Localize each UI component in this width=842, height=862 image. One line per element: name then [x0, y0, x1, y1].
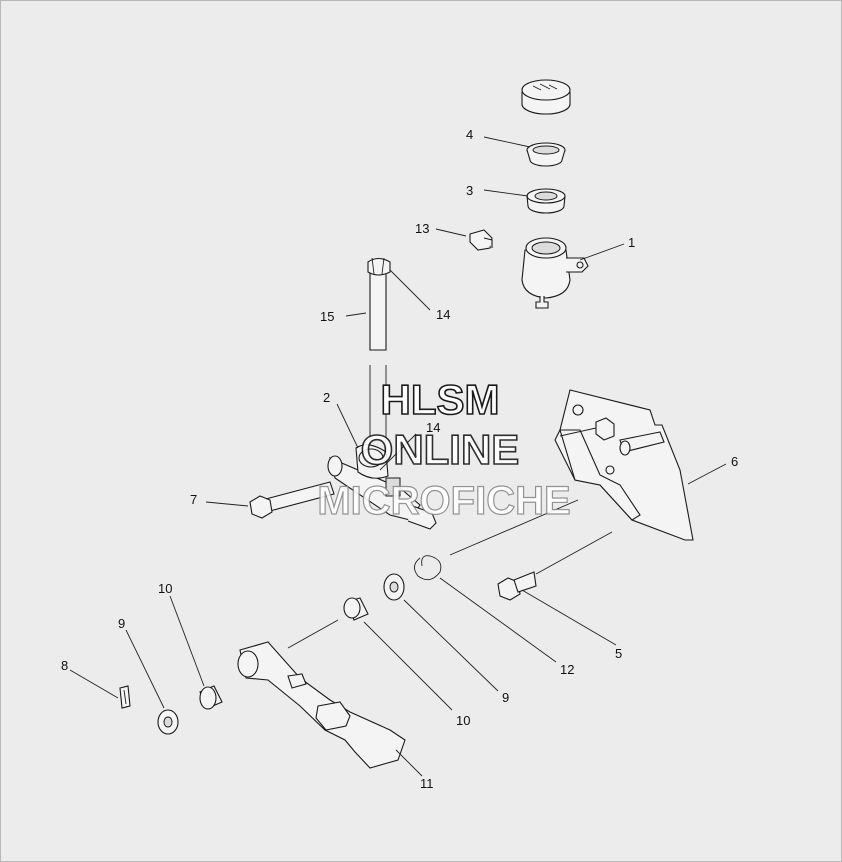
callout-2: 2 [323, 390, 330, 405]
part-4-diaphragm[interactable] [526, 142, 566, 167]
part-3-seal[interactable] [526, 188, 566, 214]
part-10-bushing-left[interactable] [199, 685, 223, 710]
watermark-line-2: ONLINE [361, 426, 520, 473]
leader-lines [69, 136, 727, 777]
callout-13: 13 [415, 221, 429, 236]
callout-12: 12 [560, 662, 574, 677]
reservoir-cap[interactable] [521, 79, 571, 115]
callout-5: 5 [615, 646, 622, 661]
part-11-pedal-arm[interactable] [237, 641, 406, 769]
part-14-clamp-upper[interactable] [367, 257, 391, 276]
part-2-master-cylinder[interactable] [327, 444, 437, 530]
callout-10-right: 10 [456, 713, 470, 728]
part-6-bracket[interactable] [554, 389, 694, 541]
callout-4: 4 [466, 127, 473, 142]
part-9-washer-right[interactable] [383, 573, 405, 601]
callout-9-left: 9 [118, 616, 125, 631]
watermark-line-1: HLSM [381, 376, 500, 423]
part-5-bolt[interactable] [497, 571, 537, 601]
part-1-reservoir[interactable] [521, 237, 589, 309]
callout-6: 6 [731, 454, 738, 469]
callout-8: 8 [61, 658, 68, 673]
callout-15: 15 [320, 309, 334, 324]
watermark: HLSM ONLINE MICROFICHE [317, 375, 572, 523]
callout-1: 1 [628, 235, 635, 250]
callout-labels: 1 2 3 4 5 6 7 8 9 9 10 10 11 12 13 14 14… [61, 127, 738, 791]
callout-7: 7 [190, 492, 197, 507]
part-9-washer-left[interactable] [157, 709, 179, 735]
part-12-spring[interactable] [414, 555, 442, 581]
callout-9-right: 9 [502, 690, 509, 705]
watermark-line-3: MICROFICHE [317, 479, 570, 523]
callout-11: 11 [420, 776, 434, 791]
callout-14-upper: 14 [436, 307, 450, 322]
callout-14-lower: 14 [426, 420, 440, 435]
part-10-bushing-right[interactable] [343, 597, 369, 621]
part-14-nut[interactable] [595, 417, 615, 441]
part-13-bolt[interactable] [469, 229, 493, 251]
callout-10-left: 10 [158, 581, 172, 596]
part-8-cotter-pin[interactable] [119, 685, 131, 709]
part-7-bolt[interactable] [249, 481, 335, 519]
callout-3: 3 [466, 183, 473, 198]
